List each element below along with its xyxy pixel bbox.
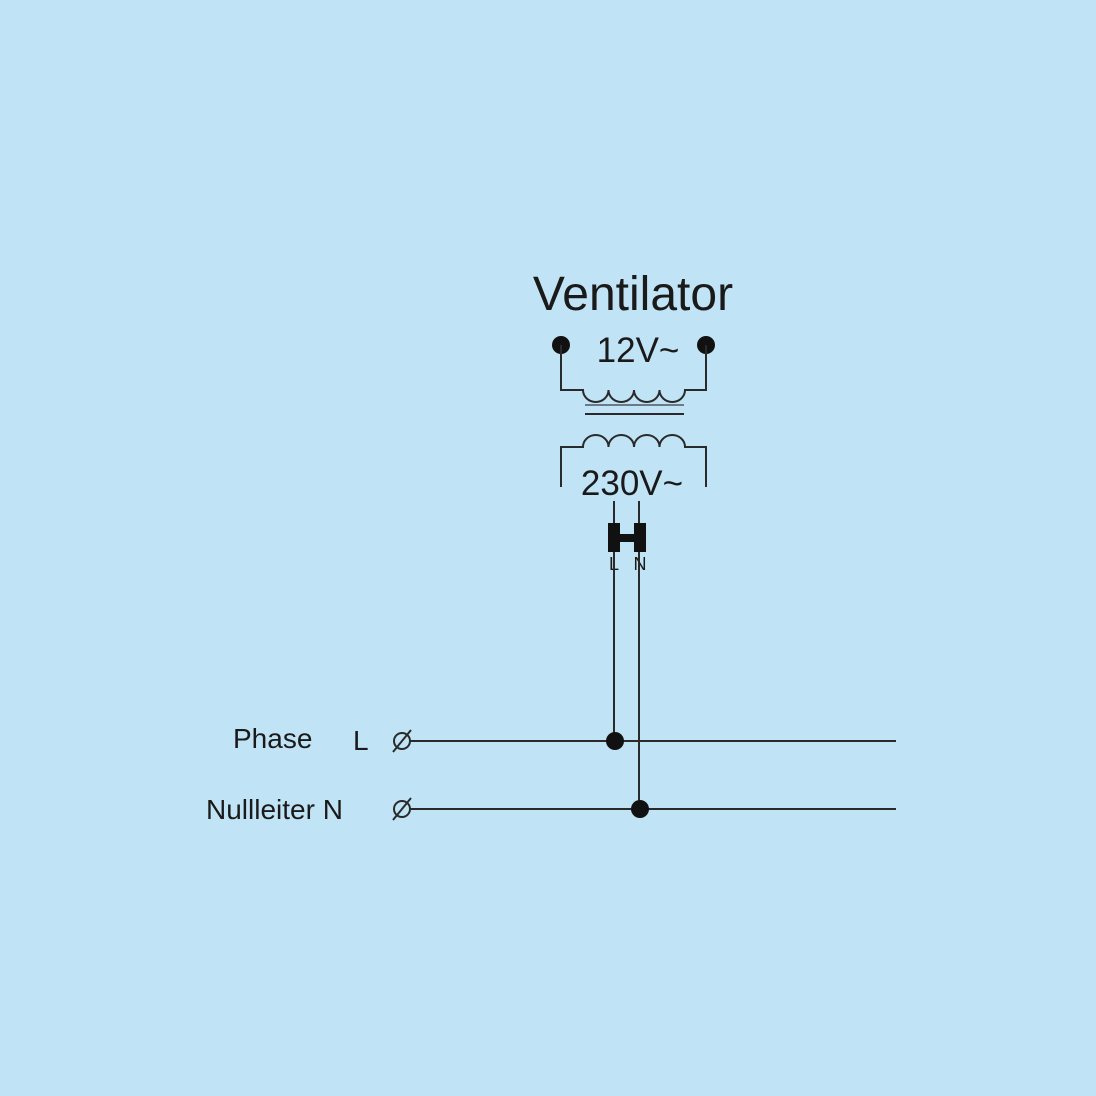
phase-letter: L bbox=[353, 725, 369, 756]
primary-voltage-label: 230V~ bbox=[581, 464, 683, 503]
transformer bbox=[552, 336, 715, 487]
neutral-label: Nullleiter N bbox=[206, 794, 343, 825]
neutral-terminal-icon bbox=[392, 797, 412, 821]
phase-junction-dot bbox=[606, 732, 624, 750]
connector-block-icon bbox=[608, 523, 646, 552]
secondary-winding bbox=[560, 345, 707, 403]
title-ventilator: Ventilator bbox=[533, 268, 733, 321]
neutral-junction-dot bbox=[631, 800, 649, 818]
secondary-voltage-label: 12V~ bbox=[597, 331, 680, 370]
phase-terminal-icon bbox=[392, 729, 412, 753]
primary-winding bbox=[560, 434, 707, 487]
wiring bbox=[392, 552, 896, 821]
connector bbox=[608, 501, 646, 552]
phase-label: Phase bbox=[233, 723, 312, 754]
